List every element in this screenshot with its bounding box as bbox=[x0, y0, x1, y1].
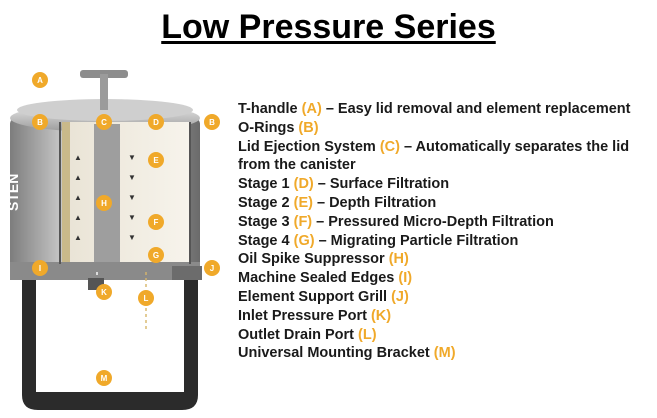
svg-text:▼: ▼ bbox=[128, 173, 136, 182]
legend-item-i: Machine Sealed Edges (I) bbox=[238, 270, 413, 287]
callout-e: E bbox=[148, 152, 164, 168]
legend-item-a: T-handle (A) – Easy lid removal and elem… bbox=[238, 101, 631, 117]
svg-text:J: J bbox=[210, 264, 214, 273]
t-handle bbox=[80, 70, 128, 110]
svg-text:▼: ▼ bbox=[128, 213, 136, 222]
callout-f: F bbox=[148, 214, 164, 230]
svg-text:B: B bbox=[209, 118, 215, 127]
svg-text:E: E bbox=[153, 156, 159, 165]
legend-item-d: Stage 1 (D) – Surface Filtration bbox=[238, 176, 450, 193]
svg-text:K: K bbox=[101, 288, 107, 297]
svg-text:D: D bbox=[153, 118, 159, 127]
svg-text:▲: ▲ bbox=[74, 213, 82, 222]
svg-text:C: C bbox=[101, 118, 107, 127]
svg-text:M: M bbox=[101, 374, 108, 383]
callout-k: K bbox=[96, 284, 112, 300]
callout-l: L bbox=[138, 290, 154, 306]
callout-b-right: B bbox=[204, 114, 220, 130]
legend-item-j: Element Support Grill (J) bbox=[238, 288, 409, 305]
flow-arrows: ▲ ▲ ▲ ▲ ▲ ▼ ▼ ▼ ▼ ▼ bbox=[74, 153, 147, 330]
callout-m: M bbox=[96, 370, 112, 386]
callout-b-left: B bbox=[32, 114, 48, 130]
callout-i: I bbox=[32, 260, 48, 276]
svg-text:A: A bbox=[37, 76, 43, 85]
svg-text:▲: ▲ bbox=[74, 153, 82, 162]
svg-text:▲: ▲ bbox=[74, 173, 82, 182]
svg-text:▲: ▲ bbox=[74, 233, 82, 242]
legend-item-e: Stage 2 (E) – Depth Filtration bbox=[238, 194, 437, 211]
optional-note-text: - Oil Sample Port bbox=[96, 347, 168, 357]
legend-item-h: Oil Spike Suppressor (H) bbox=[238, 251, 409, 268]
brand-text: STEN bbox=[5, 174, 21, 211]
legend-item-g: Stage 4 (G) – Migrating Particle Filtrat… bbox=[238, 232, 519, 249]
legend-item-k: Inlet Pressure Port (K) bbox=[238, 307, 392, 324]
svg-text:▼: ▼ bbox=[128, 193, 136, 202]
optional-note: Optional - Oil Sample Port bbox=[60, 347, 168, 357]
filter-media-cutaway bbox=[59, 122, 191, 264]
svg-text:B: B bbox=[37, 118, 43, 127]
callout-h: H bbox=[96, 195, 112, 211]
filter-diagram: ▲ ▲ ▲ ▲ ▲ ▼ ▼ ▼ ▼ ▼ STEN A B B C D E F G H I… bbox=[5, 70, 220, 410]
optional-note-bold: Optional bbox=[60, 347, 97, 357]
callout-d: D bbox=[148, 114, 164, 130]
svg-text:L: L bbox=[144, 294, 149, 303]
callout-c: C bbox=[96, 114, 112, 130]
callout-g: G bbox=[148, 247, 164, 263]
legend-item-c: Lid Ejection System (C) – Automatically … bbox=[238, 138, 630, 174]
page-title: Low Pressure Series bbox=[161, 8, 496, 46]
callout-a: A bbox=[32, 72, 48, 88]
legend-item-l: Outlet Drain Port (L) bbox=[238, 326, 377, 343]
legend-item-m: Universal Mounting Bracket (M) bbox=[238, 345, 456, 362]
legend-item-f: Stage 3 (F) – Pressured Micro-Depth Filt… bbox=[238, 213, 554, 230]
svg-text:G: G bbox=[153, 251, 159, 260]
svg-text:I: I bbox=[39, 264, 41, 273]
svg-text:F: F bbox=[154, 218, 159, 227]
svg-text:▼: ▼ bbox=[128, 233, 136, 242]
svg-text:▲: ▲ bbox=[74, 193, 82, 202]
svg-text:H: H bbox=[101, 199, 107, 208]
legend-item-b: O-Rings (B) bbox=[238, 119, 319, 136]
callout-j: J bbox=[204, 260, 220, 276]
svg-text:▼: ▼ bbox=[128, 153, 136, 162]
legend: T-handle (A) – Easy lid removal and elem… bbox=[238, 100, 653, 363]
callout-badges: A B B C D E F G H I J K L M bbox=[32, 72, 220, 386]
